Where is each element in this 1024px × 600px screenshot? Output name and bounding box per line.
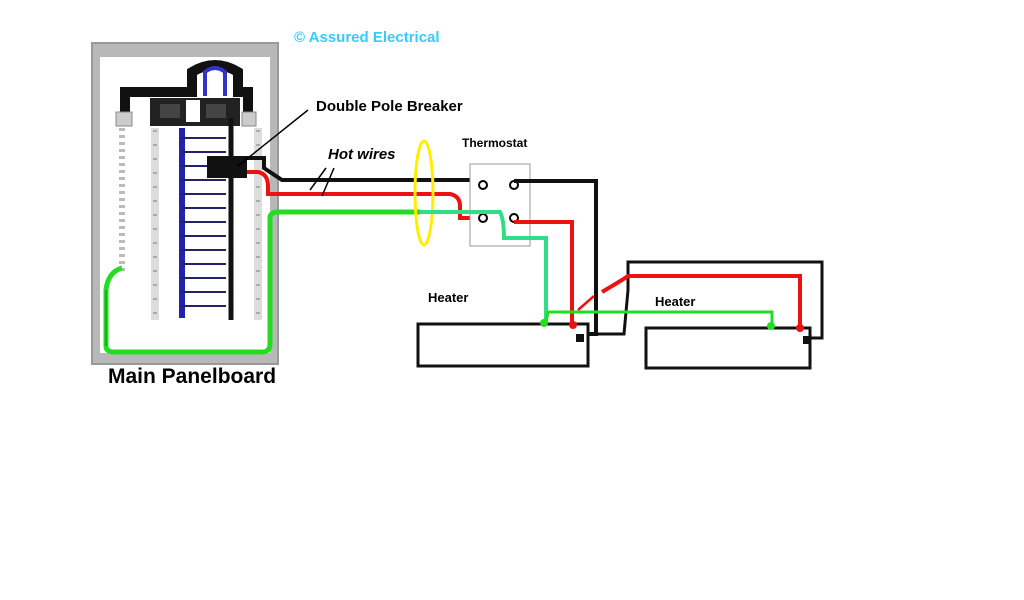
heater-1-ground-terminal — [540, 319, 548, 327]
hot-wires-pointer — [309, 167, 327, 191]
heater-2-label: Heater — [655, 294, 696, 309]
terminal-screw — [478, 180, 488, 190]
cable-clamp-highlight — [413, 139, 435, 247]
heater-link-red — [577, 295, 595, 311]
heater-1-hot-terminal — [569, 321, 577, 329]
heater-1-black-terminal — [576, 334, 584, 342]
main-panelboard-label: Main Panelboard — [108, 365, 277, 388]
thermostat-out-red — [514, 220, 574, 326]
heater-1-body — [416, 322, 590, 368]
heater-2-hot-terminal — [796, 324, 804, 332]
heater-2-black-terminal — [803, 336, 811, 344]
ground-lug — [115, 111, 133, 127]
hot-wire-black — [247, 156, 470, 182]
hot-wires-pointer — [321, 167, 335, 197]
thermostat-box — [469, 163, 531, 247]
heater-link-red — [600, 274, 802, 326]
breaker-pointer — [237, 109, 309, 167]
heater-2 — [644, 322, 812, 370]
hot-lug — [241, 111, 257, 127]
main-breaker-detail — [186, 100, 200, 122]
service-entry-black — [120, 60, 253, 112]
main-breaker-detail — [206, 104, 226, 118]
ground-wire — [103, 209, 420, 355]
service-entry-blue — [203, 66, 227, 96]
double-pole-breaker — [207, 156, 247, 178]
heater-1-label: Heater — [428, 290, 469, 305]
thermostat — [469, 163, 531, 247]
terminal-screw — [478, 213, 488, 223]
heater-link-green — [544, 310, 774, 326]
hot-wire-red — [247, 170, 484, 220]
heater-1 — [416, 319, 590, 368]
heater-2-body — [644, 326, 812, 370]
double-pole-breaker-label: Double Pole Breaker — [316, 98, 463, 115]
heater-2-ground-terminal — [767, 322, 775, 330]
main-panel — [91, 42, 279, 365]
copyright-label: © Assured Electrical — [294, 29, 440, 46]
thermostat-out-teal — [420, 210, 548, 322]
hot-wires-label: Hot wires — [328, 146, 396, 163]
thermostat-label: Thermostat — [462, 136, 528, 150]
main-breaker-detail — [160, 104, 180, 118]
